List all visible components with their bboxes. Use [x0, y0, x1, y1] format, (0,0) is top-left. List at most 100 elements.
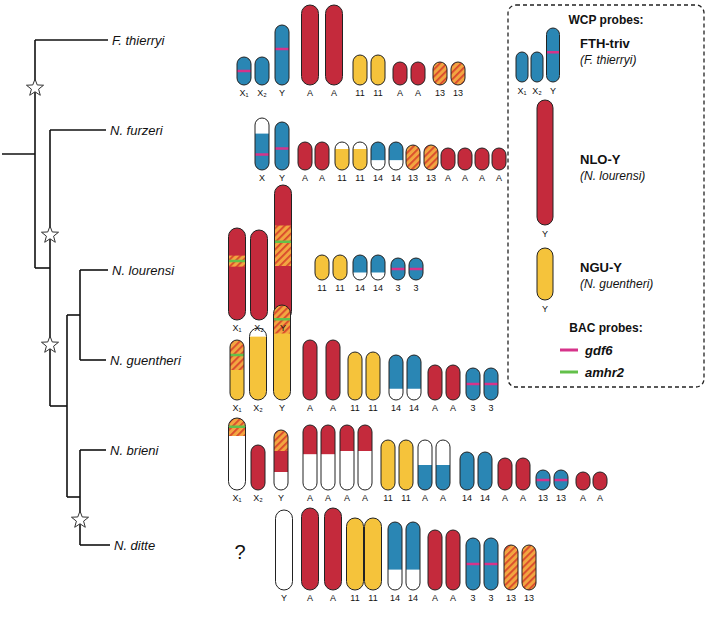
chromosome-label: X₁	[232, 494, 241, 503]
chromosome-segment	[358, 425, 372, 452]
chromosome-outline	[353, 55, 367, 85]
chromosome-outline	[460, 452, 474, 490]
chromosome-label: A	[307, 594, 313, 603]
chromosome-outline	[381, 440, 395, 490]
chromosome-outline	[466, 368, 480, 400]
chromosome-label: A	[450, 594, 456, 603]
legend-label: gdf6	[585, 344, 612, 357]
chromosome	[381, 440, 395, 490]
chromosome-segment	[406, 570, 420, 590]
chromosome-label: 3	[488, 404, 493, 413]
chromosome	[593, 472, 607, 490]
chromosome-segment	[275, 122, 289, 170]
tree-branch	[80, 544, 110, 546]
chromosome-segment	[303, 454, 317, 490]
chromosome-segment	[389, 142, 403, 161]
chromosome-outline	[424, 145, 438, 170]
chromosome-label: X₂	[253, 494, 263, 503]
chromosome-segment	[274, 451, 288, 473]
tree-branch	[79, 450, 81, 545]
chromosome-segment	[229, 436, 246, 490]
chromosome-label: A	[319, 174, 325, 183]
chromosome-label: 3	[395, 284, 400, 293]
chromosome	[498, 458, 512, 490]
chromosome-segment	[302, 5, 319, 85]
chromosome-label: A	[302, 174, 308, 183]
chromosome	[399, 440, 413, 490]
probe-band	[554, 479, 568, 482]
chromosome-segment	[458, 148, 472, 170]
chromosome	[326, 5, 343, 85]
chromosome-outline	[348, 352, 362, 400]
chromosome-outline	[326, 340, 340, 400]
chromosome	[333, 255, 347, 280]
chromosome-segment	[418, 440, 432, 466]
chromosome-segment	[325, 508, 342, 590]
chromosome-outline	[335, 142, 349, 170]
probe-band	[484, 383, 498, 386]
chromosome-outline	[371, 142, 385, 170]
species-name: N. guentheri	[110, 354, 181, 367]
probe-band	[484, 563, 498, 566]
chromosome-segment	[340, 425, 354, 452]
chromosome	[536, 470, 550, 490]
chromosome-segment	[276, 510, 293, 590]
chromosome	[460, 452, 474, 490]
chromosome-segment	[393, 62, 407, 85]
chromosome	[451, 62, 465, 85]
chromosome	[326, 340, 340, 400]
chromosome-outline	[303, 425, 317, 490]
chromosome-outline	[475, 148, 489, 170]
probe-band	[275, 48, 289, 51]
chromosome	[366, 352, 380, 400]
chromosome-label: X₁	[517, 87, 526, 96]
chromosome-outline	[274, 305, 291, 400]
chromosome-segment	[516, 52, 528, 82]
chromosome	[428, 365, 442, 400]
tree-branch	[2, 153, 35, 155]
chromosome-label: 11	[368, 404, 377, 413]
chromosome-label: A	[462, 174, 468, 183]
chromosome-label: X₂	[257, 89, 267, 98]
chromosome-outline	[406, 145, 420, 170]
legend-label: FTH-triv	[580, 37, 630, 50]
chromosome-outline	[492, 148, 506, 170]
legend-swatch	[516, 28, 560, 83]
chromosome-outline	[516, 458, 530, 490]
chromosome-label: 14	[391, 174, 401, 183]
chromosome-label: 13	[426, 174, 436, 183]
chromosome-outline	[302, 508, 319, 590]
chromosome	[302, 5, 319, 85]
chromosome	[303, 425, 317, 490]
event-star	[41, 336, 58, 352]
chromosome-label: 14	[373, 284, 383, 293]
chromosome-label: X₁	[232, 404, 241, 413]
chromosome-segment	[466, 538, 480, 590]
chromosome-outline	[371, 55, 385, 85]
tree-branch	[66, 315, 68, 497]
chromosome	[411, 62, 425, 85]
chromosome-outline	[326, 5, 343, 85]
tree-branch	[67, 496, 80, 498]
probe-band	[466, 383, 480, 386]
chromosome	[255, 118, 269, 170]
chromosome	[504, 545, 518, 590]
chromosome-label: A	[432, 404, 438, 413]
chromosome	[298, 142, 312, 170]
chromosome-segment	[516, 458, 530, 490]
tree-branch	[49, 130, 51, 406]
chromosome-label: A	[580, 494, 586, 503]
chromosome-outline	[251, 445, 265, 490]
chromosome-segment	[531, 52, 543, 82]
chromosome-outline	[333, 255, 347, 280]
chromosome-segment	[399, 440, 413, 490]
chromosome-label: A	[330, 404, 336, 413]
species-name: N. brieni	[110, 444, 158, 457]
chromosome-segment	[326, 340, 340, 400]
chromosome	[466, 538, 480, 590]
chromosome-segment	[303, 340, 317, 400]
tree-branch	[34, 40, 36, 268]
chromosome-segment	[255, 134, 269, 170]
chromosome-segment	[554, 470, 568, 490]
chromosome-outline	[389, 355, 403, 400]
